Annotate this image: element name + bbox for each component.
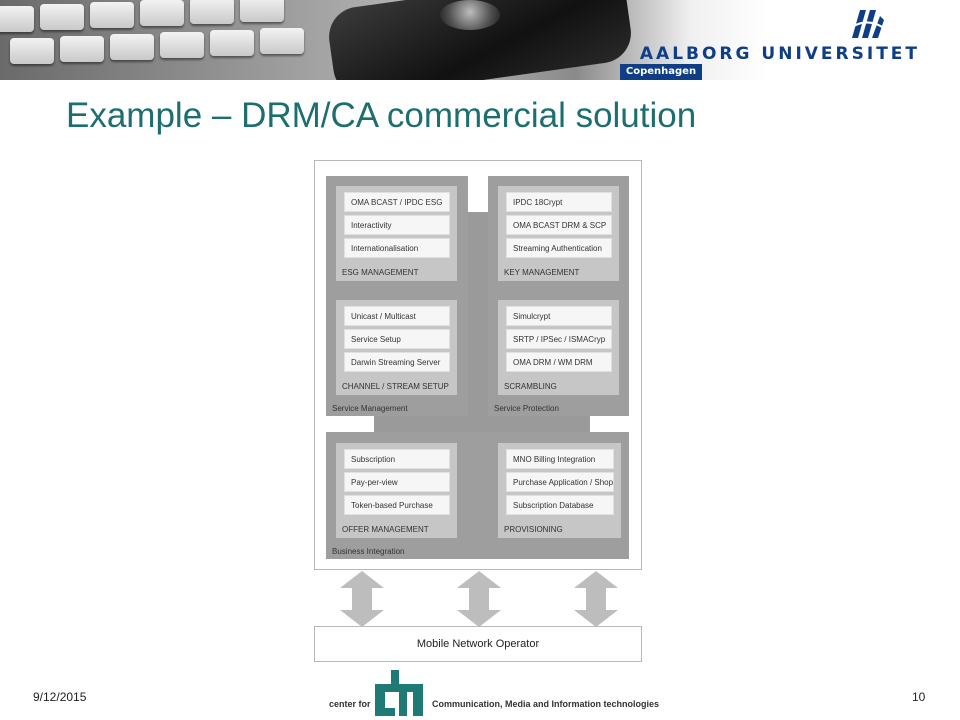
scrambling-item: OMA DRM / WM DRM <box>506 352 612 372</box>
keyboard-key-image <box>60 36 104 62</box>
cmi-logo-icon <box>375 670 423 716</box>
key-item: IPDC 18Crypt <box>506 192 612 212</box>
esg-management-box: OMA BCAST / IPDC ESG Interactivity Inter… <box>336 186 457 281</box>
scrambling-label: SCRAMBLING <box>504 382 557 391</box>
brand-part-2: UNIVERSITET <box>761 44 920 64</box>
provisioning-item: Subscription Database <box>506 495 614 515</box>
provisioning-box: MNO Billing Integration Purchase Applica… <box>498 443 621 538</box>
esg-item: OMA BCAST / IPDC ESG <box>344 192 450 212</box>
channel-item: Unicast / Multicast <box>344 306 450 326</box>
key-item: Streaming Authentication <box>506 238 612 258</box>
provisioning-item: Purchase Application / Shop <box>506 472 614 492</box>
page-number: 10 <box>912 690 926 704</box>
business-integration-label: Business Integration <box>332 547 405 556</box>
esg-item: Interactivity <box>344 215 450 235</box>
offer-management-box: Subscription Pay-per-view Token-based Pu… <box>336 443 457 538</box>
offer-item: Subscription <box>344 449 450 469</box>
channel-stream-setup-box: Unicast / Multicast Service Setup Darwin… <box>336 300 457 395</box>
keyboard-key-image <box>240 0 284 22</box>
channel-item: Service Setup <box>344 329 450 349</box>
keyboard-key-image <box>210 30 254 56</box>
keyboard-key-image <box>90 2 134 28</box>
channel-item: Darwin Streaming Server <box>344 352 450 372</box>
double-arrow-icon <box>340 571 384 627</box>
key-management-label: KEY MANAGEMENT <box>504 268 580 277</box>
key-management-box: IPDC 18Crypt OMA BCAST DRM & SCP Streami… <box>498 186 619 281</box>
phone-knob-image <box>440 0 500 30</box>
service-protection-label: Service Protection <box>494 404 559 413</box>
keyboard-key-image <box>10 38 54 64</box>
offer-item: Pay-per-view <box>344 472 450 492</box>
scrambling-box: Simulcrypt SRTP / IPSec / ISMACryp OMA D… <box>498 300 619 395</box>
keyboard-key-image <box>140 0 184 26</box>
offer-item: Token-based Purchase <box>344 495 450 515</box>
esg-item: Internationalisation <box>344 238 450 258</box>
mobile-network-operator-box: Mobile Network Operator <box>314 626 642 662</box>
university-name: AALBORG UNIVERSITET <box>640 44 920 64</box>
keyboard-key-image <box>260 28 304 54</box>
key-item: OMA BCAST DRM & SCP <box>506 215 612 235</box>
brand-part-1: AALBORG <box>639 44 753 64</box>
service-management-label: Service Management <box>332 404 408 413</box>
double-arrow-icon <box>457 571 501 627</box>
offer-management-label: OFFER MANAGEMENT <box>342 525 429 534</box>
scrambling-item: SRTP / IPSec / ISMACryp <box>506 329 612 349</box>
aau-logo-icon <box>852 10 885 38</box>
provisioning-item: MNO Billing Integration <box>506 449 614 469</box>
slide-date: 9/12/2015 <box>33 690 87 704</box>
keyboard-key-image <box>190 0 234 24</box>
provisioning-label: PROVISIONING <box>504 525 563 534</box>
cmi-name: Communication, Media and Information tec… <box>432 699 660 709</box>
channel-stream-setup-label: CHANNEL / STREAM SETUP <box>342 382 449 391</box>
scrambling-item: Simulcrypt <box>506 306 612 326</box>
header-banner: AALBORG UNIVERSITET Copenhagen <box>0 0 960 80</box>
keyboard-key-image <box>160 32 204 58</box>
keyboard-key-image <box>110 34 154 60</box>
esg-management-label: ESG MANAGEMENT <box>342 268 419 277</box>
keyboard-key-image <box>0 6 34 32</box>
slide-title: Example – DRM/CA commercial solution <box>66 96 697 135</box>
center-for-label: center for <box>329 699 371 709</box>
double-arrow-icon <box>574 571 618 627</box>
keyboard-key-image <box>40 4 84 30</box>
campus-label: Copenhagen <box>620 64 702 80</box>
